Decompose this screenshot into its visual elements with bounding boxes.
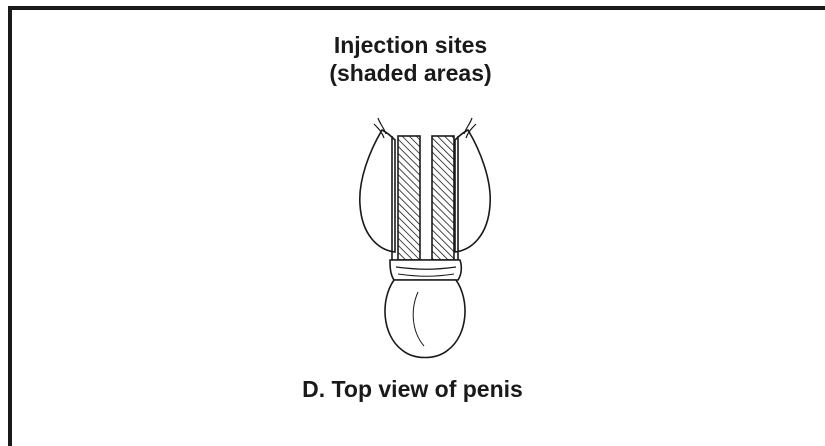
left-scrotum-outline [360,130,395,252]
right-scrotum-outline [455,130,490,252]
right-injection-site [432,136,454,260]
left-injection-site [398,136,420,260]
figure-title-line-2: (shaded areas) [0,60,823,86]
glans-outline [385,280,465,358]
coronal-band [390,260,461,280]
penis-top-view-illustration [340,110,510,370]
figure-caption: D. Top view of penis [0,375,825,403]
figure-title-line-1: Injection sites [0,32,823,58]
